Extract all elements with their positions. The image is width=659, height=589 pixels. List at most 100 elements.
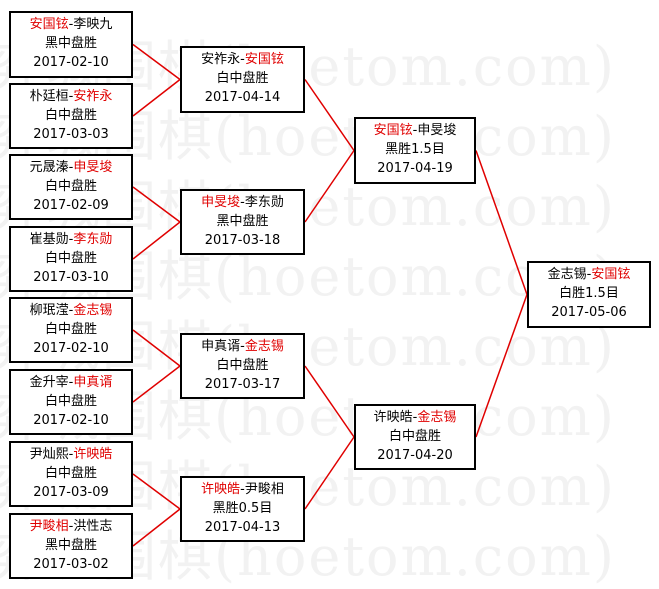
player-separator: - <box>68 375 74 390</box>
match-date: 2017-02-10 <box>33 341 109 356</box>
connector-r2m2 <box>304 150 355 223</box>
match-players: 金升宰-申真谞 <box>11 373 131 392</box>
connector-r1m5 <box>132 329 181 367</box>
match-box-r3m1: 安国铉-申旻埈黑胜1.5目 2017-04-19 <box>354 117 476 184</box>
match-date: 2017-03-02 <box>33 557 109 572</box>
player-separator: - <box>240 52 245 67</box>
connector-r1m8 <box>132 508 181 547</box>
match-result: 白中盘胜 <box>44 394 97 409</box>
match-date: 2017-02-10 <box>33 413 109 428</box>
match-result: 黑中盘胜 <box>44 538 97 553</box>
player-name: 金志锡 <box>417 410 457 425</box>
match-players: 安国铉-申旻埈 <box>356 121 474 140</box>
player-separator: - <box>68 17 74 32</box>
match-result: 白胜1.5目 <box>559 286 619 301</box>
player-name: 安国铉 <box>244 52 284 67</box>
match-players: 朴廷桓-安祚永 <box>11 87 131 106</box>
player-name: 元晟溱 <box>29 160 69 175</box>
player-name: 尹灿熙 <box>29 447 69 462</box>
match-date: 2017-03-03 <box>33 127 109 142</box>
connector-r1m4 <box>132 221 181 260</box>
player-name: 申真谞 <box>201 339 241 354</box>
player-separator: - <box>586 267 592 282</box>
match-players: 金志锡-安国铉 <box>529 265 649 284</box>
player-name: 安国铉 <box>373 123 413 138</box>
player-name: 尹畯相 <box>29 519 69 534</box>
match-date: 2017-05-06 <box>551 305 627 320</box>
match-players: 申旻埈-李东勋 <box>182 193 303 212</box>
player-name: 金志锡 <box>547 267 587 282</box>
player-separator: - <box>240 195 245 210</box>
match-result: 白中盘胜 <box>44 108 97 123</box>
player-name: 申旻埈 <box>201 195 241 210</box>
match-result: 黑胜0.5目 <box>212 501 273 516</box>
match-players: 尹畯相-洪性志 <box>11 517 131 536</box>
player-name: 金志锡 <box>244 339 284 354</box>
player-name: 许映皓 <box>373 410 413 425</box>
match-result: 黑胜1.5目 <box>385 142 445 157</box>
match-box-r1m8: 尹畯相-洪性志黑中盘胜 2017-03-02 <box>9 513 133 579</box>
player-name: 申真谞 <box>73 375 113 390</box>
match-date: 2017-03-18 <box>204 233 281 248</box>
connector-r1m2 <box>132 78 181 117</box>
player-separator: - <box>68 519 74 534</box>
player-separator: - <box>68 232 74 247</box>
player-separator: - <box>68 303 74 318</box>
player-name: 朴廷桓 <box>29 89 69 104</box>
player-name: 安祚永 <box>73 89 113 104</box>
match-date: 2017-04-19 <box>377 161 453 176</box>
match-date: 2017-03-09 <box>33 485 109 500</box>
match-players: 元晟溱-申旻埈 <box>11 158 131 177</box>
match-date: 2017-03-17 <box>204 377 281 392</box>
match-result: 白中盘胜 <box>44 466 97 481</box>
player-separator: - <box>412 123 418 138</box>
connector-r1m1 <box>132 43 181 81</box>
match-result: 黑中盘胜 <box>44 36 97 51</box>
connector-r2m1 <box>304 79 355 151</box>
match-box-r1m3: 元晟溱-申旻埈白中盘胜 2017-02-09 <box>9 154 133 220</box>
match-date: 2017-02-10 <box>33 55 109 70</box>
match-result: 白中盘胜 <box>44 179 97 194</box>
player-name: 许映皓 <box>201 482 241 497</box>
player-name: 柳珉滢 <box>29 303 69 318</box>
player-separator: - <box>412 410 418 425</box>
match-box-final: 金志锡-安国铉白胜1.5目 2017-05-06 <box>527 261 651 328</box>
player-separator: - <box>68 160 74 175</box>
player-name: 金志锡 <box>73 303 113 318</box>
player-name: 崔基勋 <box>29 232 69 247</box>
match-date: 2017-04-14 <box>204 90 281 105</box>
player-name: 申旻埈 <box>417 123 457 138</box>
match-box-r1m6: 金升宰-申真谞白中盘胜 2017-02-10 <box>9 369 133 435</box>
player-separator: - <box>68 447 74 462</box>
player-name: 许映皓 <box>73 447 113 462</box>
connector-r2m3 <box>304 365 355 438</box>
match-date: 2017-04-20 <box>377 448 453 463</box>
match-players: 许映皓-尹畯相 <box>182 480 303 499</box>
connector-r2m4 <box>304 436 355 510</box>
match-result: 白中盘胜 <box>44 322 97 337</box>
match-players: 尹灿熙-许映皓 <box>11 445 131 464</box>
match-box-r3m2: 许映皓-金志锡白中盘胜 2017-04-20 <box>354 404 476 470</box>
connector-r1m6 <box>132 365 181 403</box>
connector-r3m2 <box>475 294 528 438</box>
player-name: 洪性志 <box>73 519 113 534</box>
player-name: 申旻埈 <box>73 160 113 175</box>
player-separator: - <box>240 339 245 354</box>
match-date: 2017-02-09 <box>33 198 109 213</box>
player-separator: - <box>68 89 74 104</box>
match-result: 白中盘胜 <box>44 251 97 266</box>
connector-r1m3 <box>132 186 181 223</box>
player-separator: - <box>240 482 245 497</box>
connector-r1m7 <box>132 473 181 510</box>
match-date: 2017-03-10 <box>33 270 109 285</box>
match-players: 安祚永-安国铉 <box>182 50 303 69</box>
match-box-r1m2: 朴廷桓-安祚永白中盘胜 2017-03-03 <box>9 83 133 149</box>
match-result: 白中盘胜 <box>388 429 441 444</box>
match-players: 许映皓-金志锡 <box>356 408 474 427</box>
match-players: 安国铉-李映九 <box>11 15 131 34</box>
